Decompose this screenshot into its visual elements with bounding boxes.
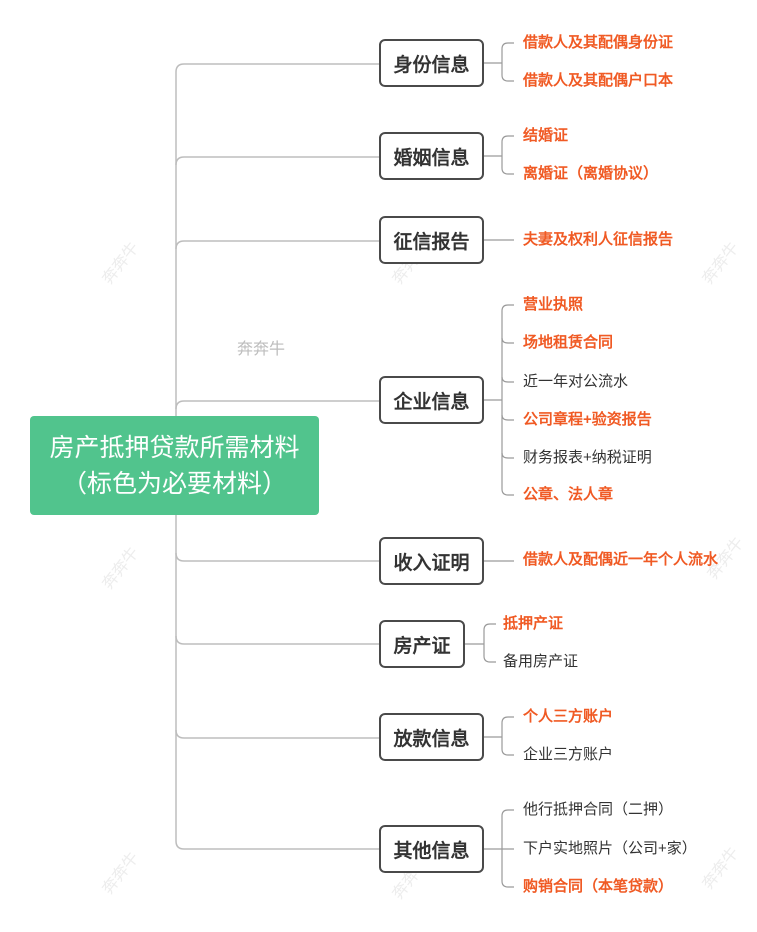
leaf-item: 下户实地照片（公司+家） — [523, 840, 697, 857]
leaf-item: 场地租赁合同 — [523, 334, 614, 351]
leaf-item: 他行抵押合同（二押） — [523, 801, 674, 818]
leaf-item: 营业执照 — [523, 296, 584, 313]
node-company-info: 企业信息 — [379, 376, 484, 424]
child-brackets — [465, 42, 514, 888]
leaf-item: 借款人及配偶近一年个人流水 — [523, 551, 719, 568]
root-topic: 房产抵押贷款所需材料 （标色为必要材料） — [30, 416, 319, 515]
leaf-item: 个人三方账户 — [523, 708, 614, 725]
leaf-item: 财务报表+纳税证明 — [523, 449, 652, 466]
node-disbursement-info: 放款信息 — [379, 713, 484, 761]
leaf-item: 公司章程+验资报告 — [523, 411, 652, 428]
leaf-item: 近一年对公流水 — [523, 373, 629, 390]
root-title-line2: （标色为必要材料） — [61, 470, 287, 498]
leaf-item: 购销合同（本笔贷款） — [523, 878, 674, 895]
leaf-item: 夫妻及权利人征信报告 — [523, 231, 674, 248]
leaf-item: 离婚证（离婚协议） — [523, 165, 659, 182]
leaf-item: 借款人及其配偶户口本 — [523, 72, 674, 89]
node-income-proof: 收入证明 — [379, 537, 484, 585]
leaf-item: 借款人及其配偶身份证 — [523, 34, 674, 51]
leaf-item: 企业三方账户 — [523, 746, 614, 763]
root-title-line1: 房产抵押贷款所需材料 — [49, 434, 300, 462]
leaf-item: 公章、法人章 — [523, 486, 614, 503]
leaf-item: 抵押产证 — [503, 615, 564, 632]
leaf-item: 备用房产证 — [503, 653, 579, 670]
node-identity-info: 身份信息 — [379, 39, 484, 87]
node-property-cert: 房产证 — [379, 620, 465, 668]
node-marriage-info: 婚姻信息 — [379, 132, 484, 180]
leaf-item: 结婚证 — [523, 127, 569, 144]
node-other-info: 其他信息 — [379, 825, 484, 873]
node-credit-report: 征信报告 — [379, 216, 484, 264]
watermark-label: 奔奔牛 — [237, 341, 286, 358]
